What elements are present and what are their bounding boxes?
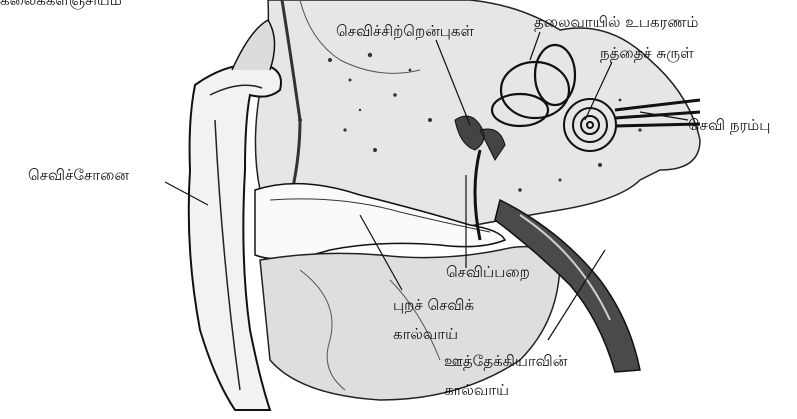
label-eustachian-line1: ஊத்தேக்கியாவின் [444, 352, 567, 371]
label-vestibular-apparatus: தலைவாயில் உபகரணம் [534, 13, 699, 32]
label-pinna: செவிச்சோனை [28, 166, 129, 185]
label-tympanic-cavity: செவிப்பறை [446, 263, 530, 282]
label-external-canal-line2: கால்வாய் [393, 325, 458, 344]
label-ossicles: செவிச்சிற்றென்புகள் [336, 22, 474, 41]
label-external-canal-line1: புறச் செவிக் [393, 296, 474, 315]
label-eustachian-line2: கால்வாய் [444, 381, 509, 400]
label-auditory-nerve: செவி நரம்பு [688, 116, 770, 135]
label-cochlea: நத்தைச் சுருள் [600, 44, 694, 63]
cropped-heading: கலைக்களஞ்சியம் [0, 0, 122, 11]
